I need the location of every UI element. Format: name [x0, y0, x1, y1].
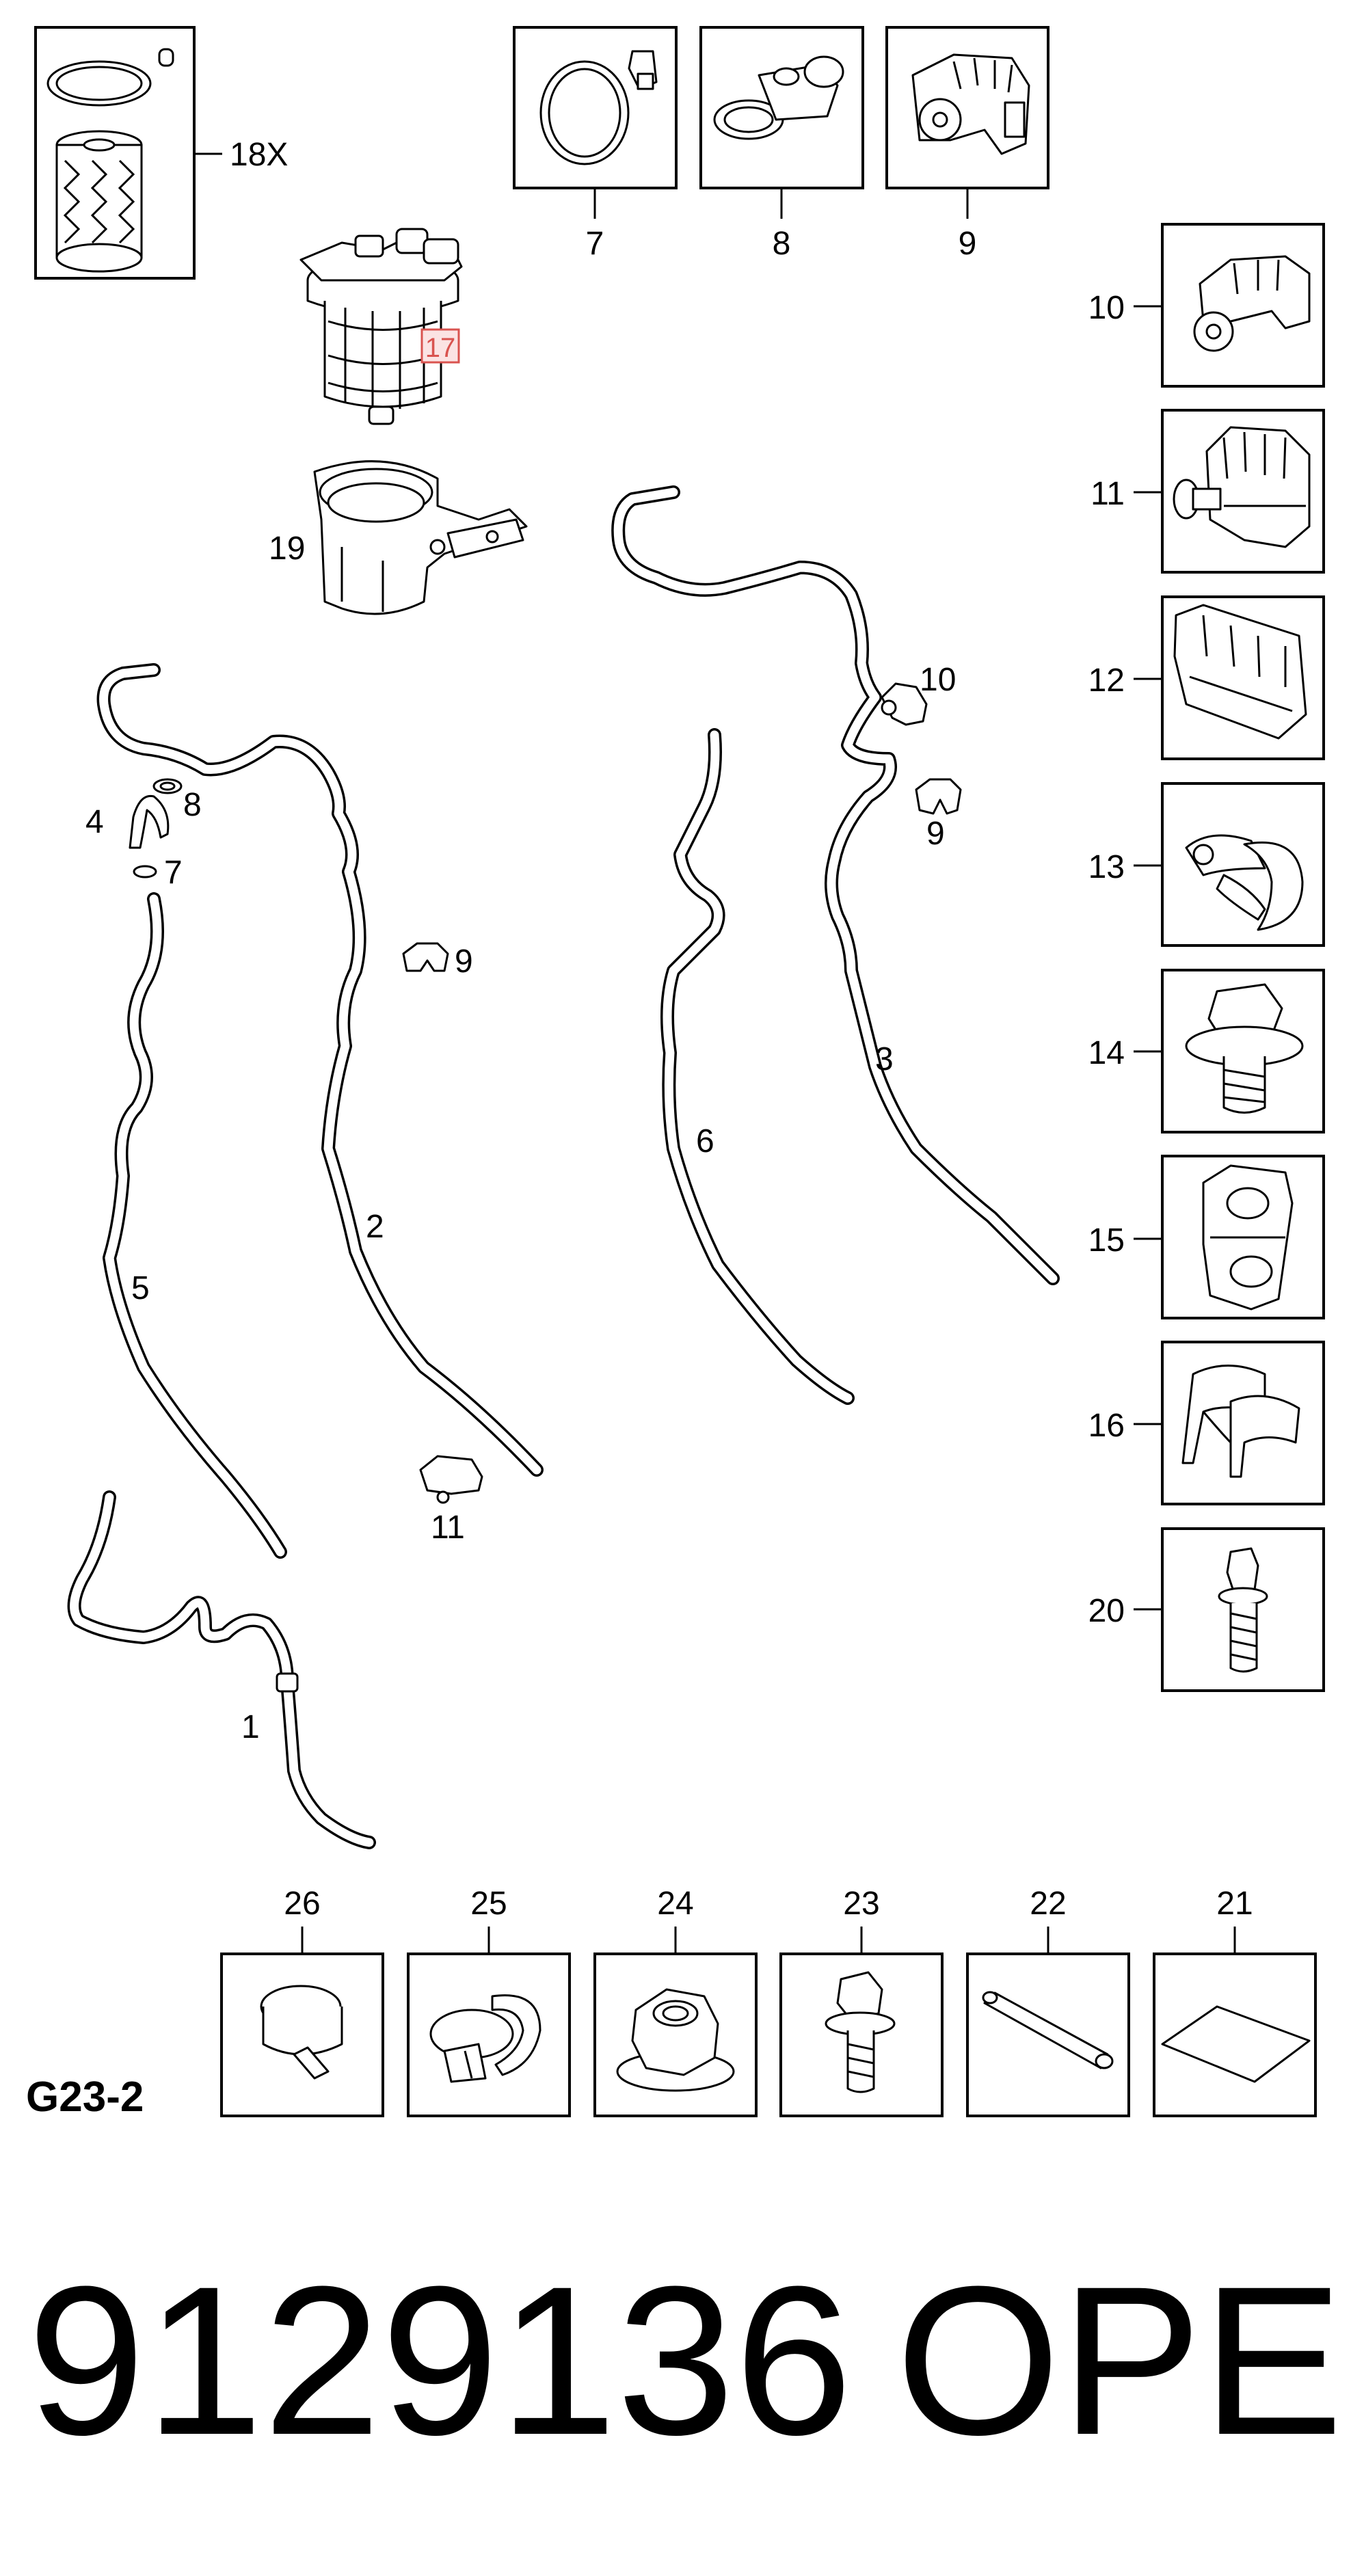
- part-9-clip-left[interactable]: [402, 942, 449, 972]
- part-12-pipe-clip[interactable]: [1161, 595, 1325, 760]
- box-label-12: 12: [1088, 662, 1125, 699]
- box-label-24: 24: [657, 1886, 693, 1922]
- part-number: 9129136: [27, 2242, 853, 2479]
- part-26-clamp[interactable]: [220, 1953, 384, 2117]
- box-label-16: 16: [1088, 1408, 1125, 1444]
- box-label-14: 14: [1088, 1035, 1125, 1071]
- part-7-hose-clamp[interactable]: [513, 26, 678, 189]
- part-15-pipe-clip[interactable]: [1161, 1155, 1325, 1319]
- diagram-code: G23-2: [26, 2074, 144, 2121]
- callout-5: 5: [131, 1270, 150, 1306]
- box-label-26: 26: [284, 1886, 320, 1922]
- box-label-20: 20: [1088, 1593, 1125, 1629]
- part-11-pipe-clip[interactable]: [1161, 409, 1325, 574]
- part-11-clip[interactable]: [419, 1455, 483, 1504]
- callout-9-left: 9: [455, 943, 473, 980]
- box-label-8: 8: [773, 226, 791, 262]
- box-label-21: 21: [1216, 1886, 1253, 1922]
- box-label-25: 25: [470, 1886, 507, 1922]
- part-10-clip[interactable]: [881, 682, 928, 726]
- part-20-stud[interactable]: [1161, 1527, 1325, 1692]
- callout-3: 3: [875, 1041, 894, 1077]
- brand-name: OPEL: [896, 2242, 1351, 2479]
- part-5-fuel-line[interactable]: [103, 892, 287, 1559]
- part-24-nut[interactable]: [593, 1953, 758, 2117]
- highlight-17[interactable]: 17: [420, 328, 460, 364]
- box-label-10: 10: [1088, 290, 1125, 326]
- callout-9-right: 9: [926, 816, 945, 852]
- part-3-fuel-line[interactable]: [611, 485, 1060, 1285]
- part-17-fuel-filter-housing[interactable]: [299, 228, 463, 425]
- part-14-bolt[interactable]: [1161, 969, 1325, 1133]
- part-1-fuel-line[interactable]: [67, 1490, 376, 1849]
- callout-8: 8: [183, 787, 202, 823]
- part-21-pad[interactable]: [1153, 1953, 1317, 2117]
- callout-6: 6: [696, 1123, 714, 1159]
- callout-18: 18X: [230, 137, 288, 173]
- part-7-small-clamp[interactable]: [133, 865, 157, 878]
- part-2-fuel-line[interactable]: [96, 663, 544, 1477]
- callout-19: 19: [269, 531, 305, 567]
- part-8-small-clamp[interactable]: [152, 778, 183, 794]
- box-label-23: 23: [843, 1886, 879, 1922]
- callout-11: 11: [431, 1510, 465, 1546]
- part-19-filter-bracket[interactable]: [313, 460, 528, 615]
- box-label-13: 13: [1088, 849, 1125, 885]
- part-16-double-clip[interactable]: [1161, 1341, 1325, 1505]
- part-6-fuel-line[interactable]: [660, 728, 855, 1405]
- part-9-pipe-clip[interactable]: [885, 26, 1049, 189]
- part-9-clip-right[interactable]: [915, 778, 962, 815]
- callout-4: 4: [85, 804, 104, 840]
- box-label-15: 15: [1088, 1222, 1125, 1259]
- box-label-7: 7: [586, 226, 604, 262]
- callout-7: 7: [164, 855, 183, 891]
- box-label-22: 22: [1030, 1886, 1066, 1922]
- part-8-pipe-clip[interactable]: [699, 26, 864, 189]
- part-23-screw[interactable]: [779, 1953, 944, 2117]
- part-22-pin[interactable]: [966, 1953, 1130, 2117]
- part-4-hose[interactable]: [129, 794, 170, 849]
- callout-17: 17: [425, 333, 456, 363]
- part-18-filter-kit[interactable]: [34, 26, 196, 280]
- callout-2: 2: [366, 1209, 384, 1245]
- callout-10: 10: [920, 662, 956, 698]
- box-label-9: 9: [959, 226, 977, 262]
- part-10-pipe-clip[interactable]: [1161, 223, 1325, 388]
- box-label-11: 11: [1091, 476, 1125, 512]
- callout-1: 1: [241, 1709, 260, 1745]
- part-13-pipe-clamp[interactable]: [1161, 782, 1325, 947]
- part-25-clip[interactable]: [407, 1953, 571, 2117]
